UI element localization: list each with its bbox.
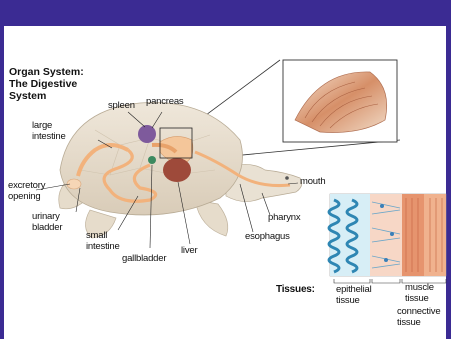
label-urinary-bladder: urinary bladder [32, 212, 62, 233]
label-muscle-line2: tissue [405, 294, 434, 305]
label-epithelial-line2: tissue [336, 296, 372, 307]
liver-organ [163, 158, 191, 182]
label-excretory-opening-line1: excretory [8, 181, 45, 192]
label-large-intestine-line2: intestine [32, 132, 66, 143]
spleen-organ [138, 125, 156, 143]
label-mouth: mouth [300, 177, 325, 188]
label-urinary-bladder-line2: bladder [32, 223, 62, 234]
gallbladder-organ [148, 156, 156, 164]
label-muscle-tissue: muscle tissue [405, 283, 434, 304]
label-spleen: spleen [108, 101, 135, 112]
label-connective-line2: tissue [397, 318, 440, 329]
label-epithelial-line1: epithelial [336, 285, 372, 296]
tissue-inset [283, 60, 397, 142]
tissue-layers-panel [329, 194, 446, 283]
label-epithelial-tissue: epithelial tissue [336, 285, 372, 306]
label-small-intestine-line1: small [86, 231, 120, 242]
label-connective-tissue: connective tissue [397, 307, 440, 328]
label-small-intestine: small intestine [86, 231, 120, 252]
label-excretory-opening: excretory opening [8, 181, 45, 202]
label-small-intestine-line2: intestine [86, 242, 120, 253]
label-urinary-bladder-line1: urinary [32, 212, 62, 223]
label-muscle-line1: muscle [405, 283, 434, 294]
label-gallbladder: gallbladder [122, 254, 166, 265]
label-liver: liver [181, 246, 197, 257]
label-large-intestine: large intestine [32, 121, 66, 142]
label-excretory-opening-line2: opening [8, 192, 45, 203]
label-connective-line1: connective [397, 307, 440, 318]
label-pharynx: pharynx [268, 213, 300, 224]
label-large-intestine-line1: large [32, 121, 66, 132]
tissues-heading: Tissues: [276, 285, 315, 296]
label-esophagus: esophagus [245, 232, 290, 243]
label-pancreas: pancreas [146, 97, 183, 108]
